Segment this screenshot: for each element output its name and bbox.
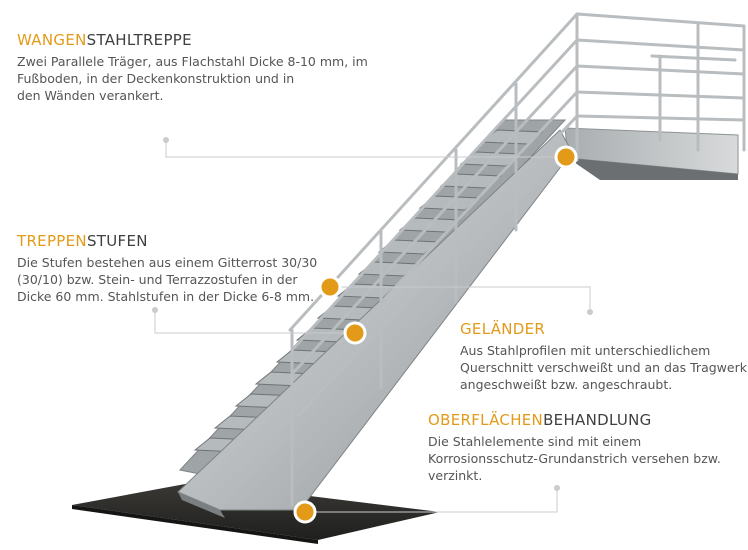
hotspot-wangen xyxy=(554,145,578,169)
floor-mat-edge xyxy=(72,505,318,544)
hotspot-oberflaechen xyxy=(293,500,317,524)
callout-text: Zwei Parallele Träger, aus Flachstahl Di… xyxy=(17,54,368,103)
leader-endpoints xyxy=(152,137,593,491)
callout-title: WANGENSTAHLTREPPE xyxy=(17,31,192,49)
callout-text: Die Stufen bestehen aus einem Gitterrost… xyxy=(17,255,318,304)
callout-oberflaechen: OBERFLÄCHENBEHANDLUNG Die Stahlelemente … xyxy=(428,412,728,484)
hotspot-stufen xyxy=(343,321,367,345)
callout-stufen: TREPPENSTUFEN Die Stufen bestehen aus ei… xyxy=(17,233,327,305)
callout-text: Die Stahlelemente sind mit einem Korrosi… xyxy=(428,434,721,483)
hotspot-markers xyxy=(293,145,578,524)
callout-gelaender: GELÄNDER Aus Stahlprofilen mit unterschi… xyxy=(460,321,748,393)
railing xyxy=(288,12,746,507)
callout-title: GELÄNDER xyxy=(460,320,546,338)
landing-underside xyxy=(568,158,738,180)
stringer-foot xyxy=(178,492,225,518)
leader-lines xyxy=(154,140,591,513)
callout-title: TREPPENSTUFEN xyxy=(17,232,148,250)
callout-title: OBERFLÄCHENBEHANDLUNG xyxy=(428,411,652,429)
floor-mat xyxy=(72,482,440,540)
hotspot-gelaender xyxy=(318,275,342,299)
callout-text: Aus Stahlprofilen mit unterschiedlichem … xyxy=(460,343,747,392)
callout-wangen: WANGENSTAHLTREPPE Zwei Parallele Träger,… xyxy=(17,32,377,104)
